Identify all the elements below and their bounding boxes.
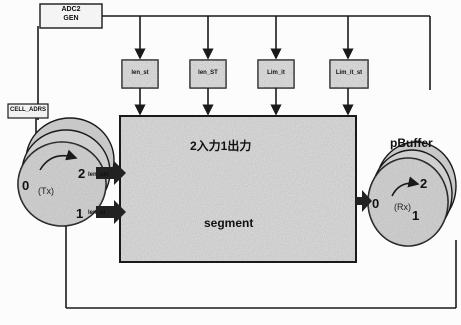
left-ring-mark-1: 1: [76, 206, 83, 221]
adc-gen-line2: GEN: [40, 14, 102, 23]
right-ring: [368, 142, 456, 246]
right-ring-mark-2: 2: [420, 176, 427, 191]
output-title: pBuffer: [390, 136, 433, 150]
param-label-3: Lim_it: [258, 70, 294, 76]
left-ring-center: (Tx): [38, 186, 54, 196]
param-label-4: Lim_it_st: [330, 70, 368, 76]
param-label-1: len_st: [122, 70, 158, 76]
cell-adrs-label: CELL_ADRS: [8, 107, 48, 113]
left-port-label-1: len_sel: [88, 172, 108, 178]
right-ring-mark-0: 0: [372, 196, 379, 211]
main-box-caption: segment: [204, 216, 253, 230]
adc-gen-label: ADC2 GEN: [40, 5, 102, 23]
param-label-2: len_ST: [190, 70, 226, 76]
adc-gen-line1: ADC2: [40, 5, 102, 14]
left-ring-mark-2: 2: [78, 166, 85, 181]
left-ring-mark-0: 0: [22, 178, 29, 193]
right-ring-mark-1: 1: [412, 208, 419, 223]
left-port-label-2: len_st: [88, 210, 105, 216]
right-ring-center: (Rx): [394, 202, 411, 212]
main-box-title: 2入力1出力: [190, 137, 251, 154]
